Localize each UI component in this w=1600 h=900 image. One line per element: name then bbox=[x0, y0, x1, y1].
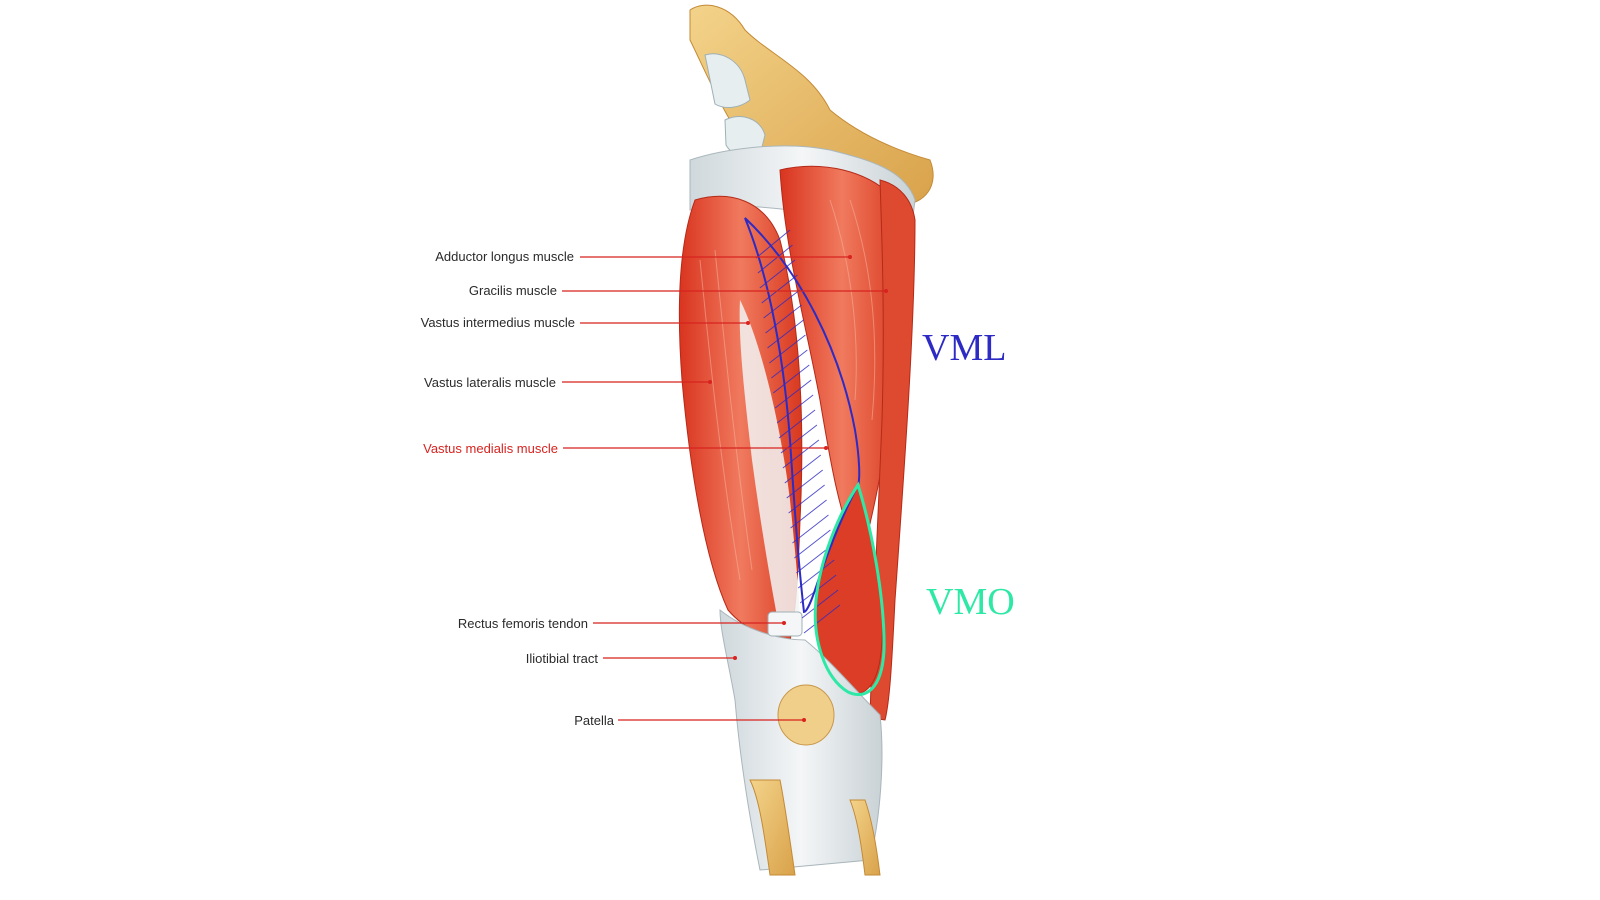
vml-hatch-line bbox=[755, 229, 791, 259]
label-adductor-longus: Adductor longus muscle bbox=[435, 249, 574, 264]
leader-dot-gracilis bbox=[884, 289, 888, 293]
leader-dot-patella bbox=[802, 718, 806, 722]
vml-hatch-line bbox=[767, 319, 804, 349]
patella-bone bbox=[777, 684, 835, 746]
vml-hatch-line bbox=[778, 409, 816, 439]
leader-dot-rectus-femoris-tendon bbox=[782, 621, 786, 625]
fibula-bone bbox=[849, 799, 881, 876]
pubic-bone bbox=[704, 53, 751, 108]
vml-region-label: VML bbox=[922, 327, 1007, 369]
label-patella: Patella bbox=[574, 713, 614, 728]
vml-hatch-line bbox=[761, 274, 798, 304]
label-iliotibial-tract: Iliotibial tract bbox=[525, 651, 598, 666]
vml-hatch-line bbox=[788, 484, 825, 514]
label-gracilis: Gracilis muscle bbox=[468, 283, 557, 298]
vml-hatch-line bbox=[774, 379, 812, 409]
vml-hatch-line bbox=[797, 559, 835, 589]
vml-hatch-line bbox=[763, 289, 800, 319]
vml-hatch-line bbox=[759, 259, 796, 289]
leader-dot-vastus-lateralis bbox=[708, 380, 712, 384]
leader-dot-iliotibial-tract bbox=[733, 656, 737, 660]
leader-lines bbox=[562, 255, 888, 722]
vml-hatch-line bbox=[790, 499, 827, 529]
vml-hatch-line bbox=[772, 364, 810, 394]
vml-hatch-line bbox=[784, 454, 822, 484]
label-rectus-femoris-tendon: Rectus femoris tendon bbox=[457, 616, 588, 631]
label-vastus-lateralis: Vastus lateralis muscle bbox=[424, 375, 556, 390]
vmo-outline bbox=[813, 481, 886, 697]
vml-hatch-line bbox=[794, 529, 831, 559]
label-vastus-intermedius: Vastus intermedius muscle bbox=[420, 315, 575, 330]
vml-hatch-line bbox=[776, 394, 814, 424]
leader-dot-adductor-longus bbox=[848, 255, 852, 259]
central-tendon-shape bbox=[739, 300, 800, 632]
vml-hatch-line bbox=[782, 439, 820, 469]
vml-hatch-line bbox=[786, 469, 824, 499]
label-vastus-medialis: Vastus medialis muscle bbox=[423, 441, 558, 456]
vml-hatch-line bbox=[765, 304, 802, 334]
tibia-bone bbox=[749, 779, 796, 876]
vml-hatch-line bbox=[801, 589, 839, 619]
vml-outline bbox=[744, 217, 861, 634]
vml-hatch-line bbox=[771, 349, 808, 379]
gracilis-shape bbox=[869, 179, 916, 721]
vml-hatch-line bbox=[769, 334, 806, 364]
vml-hatch-line bbox=[792, 514, 829, 544]
vml-hatch-line bbox=[803, 604, 841, 634]
vmo-region-label: VMO bbox=[926, 581, 1015, 623]
vml-hatch-line bbox=[757, 244, 793, 274]
muscle-fibers bbox=[699, 199, 876, 581]
leader-dot-vastus-intermedius bbox=[746, 321, 750, 325]
leader-dot-vastus-medialis bbox=[824, 446, 828, 450]
